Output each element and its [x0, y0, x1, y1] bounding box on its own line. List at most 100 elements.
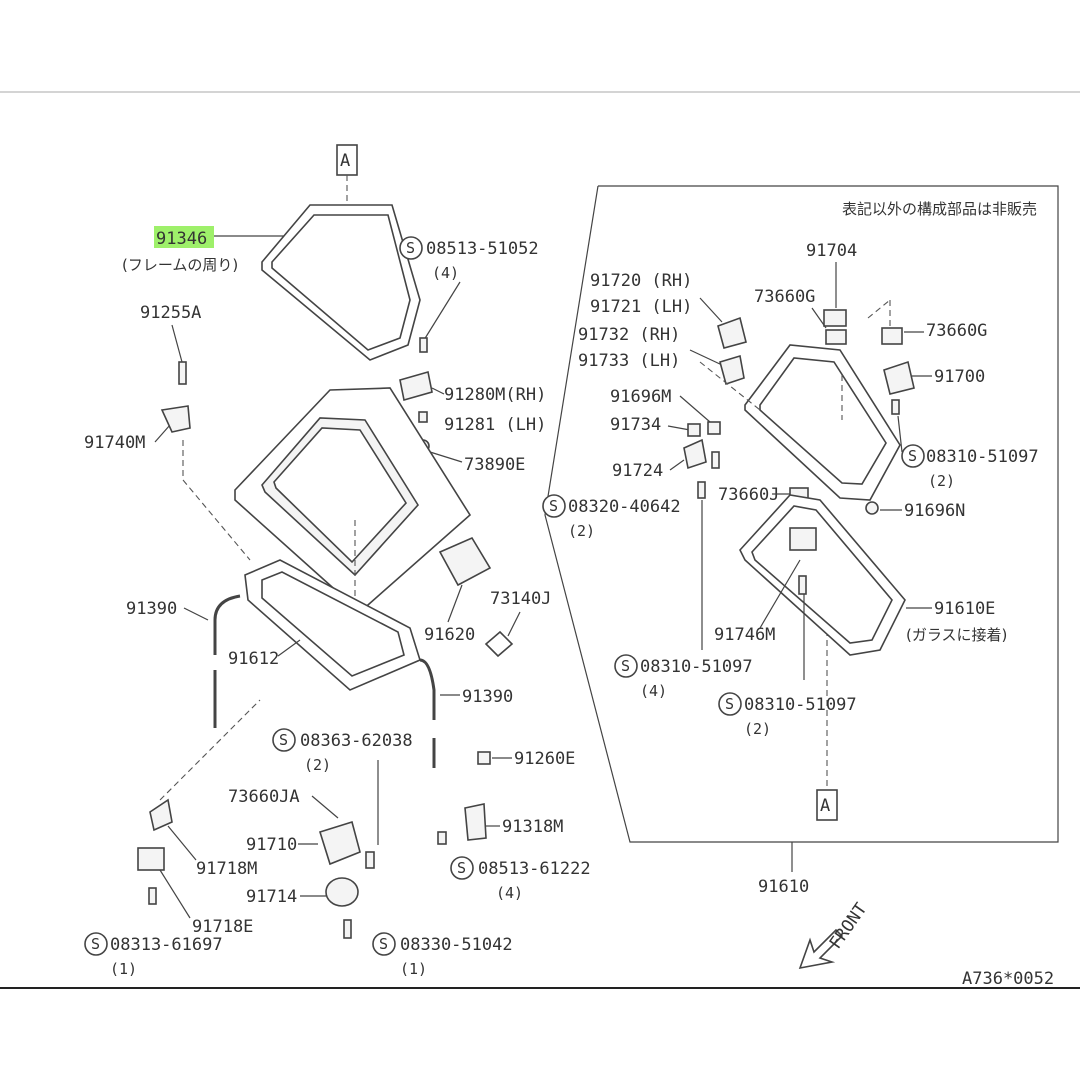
- detail-frame-upper: [744, 344, 901, 501]
- svg-text:S: S: [457, 859, 466, 877]
- bracket-91746m: [789, 527, 817, 551]
- label-91710: 91710: [246, 835, 297, 855]
- ref-marker-top: A: [340, 151, 350, 171]
- svg-text:S: S: [91, 935, 100, 953]
- bracket-91724: [683, 438, 707, 470]
- svg-text:S: S: [549, 497, 558, 515]
- drain-hose-91390-right: [419, 658, 436, 720]
- sunroof-lid-frame: [234, 387, 472, 614]
- qty-08310-51097-c: (2): [744, 720, 771, 738]
- bracket-91740m: [160, 405, 191, 433]
- svg-text:S: S: [621, 657, 630, 675]
- label-91734: 91734: [610, 415, 661, 435]
- label-91610e-note: (ガラスに接着): [906, 626, 1007, 644]
- label-91696m: 91696M: [610, 387, 671, 407]
- clip-91718m: [149, 798, 173, 832]
- label-91346: 91346: [156, 229, 207, 249]
- s-mark-08513-51052: [399, 236, 423, 260]
- label-91610: 91610: [758, 877, 809, 897]
- clip-91260e: [477, 751, 491, 765]
- label-91390-left: 91390: [126, 599, 177, 619]
- highlight-91346: [154, 226, 214, 248]
- label-08330-51042: 08330-51042: [400, 935, 513, 955]
- label-91260e: 91260E: [514, 749, 575, 769]
- label-91721: 91721 (LH): [590, 297, 692, 317]
- label-91281: 91281 (LH): [444, 415, 546, 435]
- svg-text:S: S: [725, 695, 734, 713]
- svg-text:S: S: [379, 935, 388, 953]
- label-08310-51097-b: 08310-51097: [640, 657, 753, 677]
- label-08310-51097-c: 08310-51097: [744, 695, 857, 715]
- pad-73660g-b: [881, 327, 903, 345]
- diagram-code: A736*0052: [962, 969, 1054, 989]
- glass-panel-91346: [261, 204, 421, 361]
- label-73660ja: 73660JA: [228, 787, 300, 807]
- label-91346-note: (フレームの周り): [122, 256, 238, 274]
- bracket-91318m: [464, 803, 487, 841]
- svg-text:S: S: [279, 731, 288, 749]
- drain-hose-91390-left: [213, 594, 241, 655]
- label-91733: 91733 (LH): [578, 351, 680, 371]
- qty-08363-62038: (2): [304, 756, 331, 774]
- label-73140j: 73140J: [490, 589, 551, 609]
- label-91620: 91620: [424, 625, 475, 645]
- label-73660j: 73660J: [718, 485, 779, 505]
- label-08320-40642: 08320-40642: [568, 497, 681, 517]
- ref-marker-box-bottom: [816, 789, 838, 821]
- label-73890e: 73890E: [464, 455, 525, 475]
- front-arrow: [798, 928, 844, 970]
- label-08313-61697: 08313-61697: [110, 935, 223, 955]
- detail-box-outline: [544, 185, 1059, 843]
- label-91714: 91714: [246, 887, 297, 907]
- label-08513-51052: 08513-51052: [426, 239, 539, 259]
- label-73660g-a: 73660G: [754, 287, 815, 307]
- qty-08513-51052: (4): [432, 264, 459, 282]
- label-91720: 91720 (RH): [590, 271, 692, 291]
- label-91280m: 91280M(RH): [444, 385, 546, 405]
- qty-08513-61222: (4): [496, 884, 523, 902]
- pad-91704: [823, 309, 847, 327]
- label-91718m: 91718M: [196, 859, 257, 879]
- pad-91734: [687, 423, 701, 437]
- qty-08330-51042: (1): [400, 960, 427, 978]
- pad-91696m: [707, 421, 721, 435]
- label-91610e: 91610E: [934, 599, 995, 619]
- block-91718e: [137, 847, 165, 871]
- qty-08313-61697: (1): [110, 960, 137, 978]
- qty-08320-40642: (2): [568, 522, 595, 540]
- pad-91696n: [865, 501, 879, 515]
- label-08310-51097-a: 08310-51097: [926, 447, 1039, 467]
- screw-08513-51052: [419, 337, 428, 353]
- label-91746m: 91746M: [714, 625, 775, 645]
- label-91718e: 91718E: [192, 917, 253, 937]
- header-note: 表記以外の構成部品は非販売: [842, 200, 1037, 218]
- qty-08310-51097-b: (4): [640, 682, 667, 700]
- guide-91732: [719, 354, 745, 386]
- bracket-91280m: [399, 370, 433, 402]
- label-73660g-b: 73660G: [926, 321, 987, 341]
- label-91612: 91612: [228, 649, 279, 669]
- label-08513-61222: 08513-61222: [478, 859, 591, 879]
- qty-08310-51097-a: (2): [928, 472, 955, 490]
- label-91318m: 91318M: [502, 817, 563, 837]
- label-91700: 91700: [934, 367, 985, 387]
- motor-91710: [318, 820, 361, 866]
- label-08363-62038: 08363-62038: [300, 731, 413, 751]
- bracket-91700: [883, 360, 915, 395]
- label-91740m: 91740M: [84, 433, 145, 453]
- bolt-91255a: [178, 361, 187, 385]
- label-91704: 91704: [806, 241, 857, 261]
- svg-text:S: S: [908, 447, 917, 465]
- label-91732: 91732 (RH): [578, 325, 680, 345]
- bracket-91620: [438, 536, 492, 587]
- label-91390-right: 91390: [462, 687, 513, 707]
- svg-text:S: S: [406, 239, 415, 257]
- handle-91714: [325, 877, 359, 907]
- guide-91720: [717, 316, 747, 349]
- front-label: FRONT: [826, 899, 872, 952]
- label-91724: 91724: [612, 461, 663, 481]
- pad-73140j: [484, 630, 514, 658]
- frame-91610e: [739, 494, 906, 656]
- label-91696n: 91696N: [904, 501, 965, 521]
